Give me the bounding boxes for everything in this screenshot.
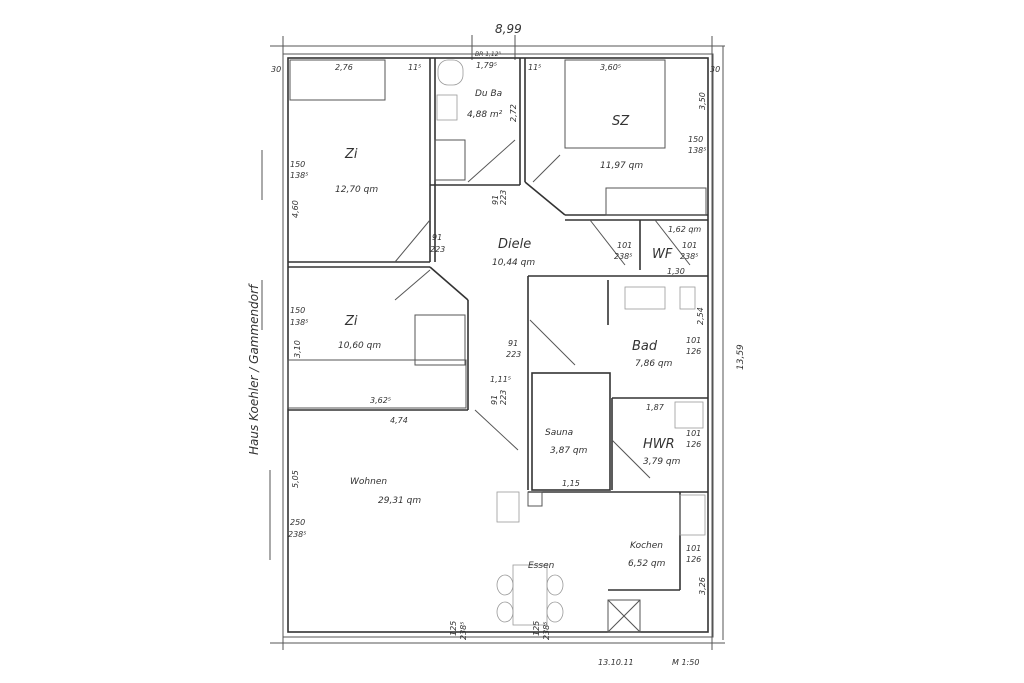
dim-label: 238⁵: [459, 622, 468, 640]
sink: [436, 94, 458, 121]
dim-label: 101: [686, 429, 701, 438]
room-area-kochen: 6,52 qm: [628, 559, 666, 569]
dim-label: 125: [449, 621, 458, 636]
dim-label: 91: [490, 395, 499, 405]
room-name-duba: Du Ba: [475, 89, 502, 99]
room-name-sauna: Sauna: [545, 428, 573, 438]
dim-label: 150: [290, 160, 305, 169]
shower: [434, 139, 466, 181]
dim-label: 4,60: [291, 200, 300, 218]
dim-label: 2,72: [509, 104, 518, 122]
dim-label: 91: [508, 339, 518, 348]
dim-label: 250: [290, 518, 305, 527]
dim-label: 125: [532, 621, 541, 636]
dim-label: 138⁵: [290, 318, 308, 327]
dim-label: 101: [686, 544, 701, 553]
dim-label: 126: [686, 555, 701, 564]
dim-label: 138⁵: [290, 171, 308, 180]
bath-sink: [624, 286, 666, 310]
room-name-bad: Bad: [632, 339, 658, 354]
dim-label: 5,05: [291, 470, 300, 488]
sofa-bed: [287, 359, 467, 409]
dim-label: 3,50: [698, 92, 707, 110]
dim-label: 101: [682, 241, 697, 250]
dim-label: 11⁵: [408, 63, 421, 72]
dim-label: 1,15: [562, 479, 580, 488]
dim-label: 223: [499, 390, 508, 405]
dim-label: 223: [506, 350, 521, 359]
dim-label: 3,10: [293, 340, 302, 358]
dining-table: [512, 564, 548, 626]
dim-label: 3,62⁵: [370, 396, 391, 405]
kitchen-counter: [679, 494, 706, 536]
dim-label: 91: [491, 195, 500, 205]
room-area-duba: 4,88 m²: [467, 110, 503, 120]
dim-label: 2,76: [335, 63, 353, 72]
dim-label: 138⁵: [688, 146, 706, 155]
room-area-zi-2: 10,60 qm: [338, 341, 381, 351]
dim-label: 238⁵: [680, 252, 698, 261]
dim-label: 126: [686, 440, 701, 449]
dim-label: 91: [432, 233, 442, 242]
washing-machine: [674, 401, 704, 429]
room-area-zi-1: 12,70 qm: [335, 185, 378, 195]
dim-label: 126: [686, 347, 701, 356]
overall-height: 13,59: [736, 344, 746, 370]
room-name-zi-2: Zi: [344, 314, 358, 329]
dim-label: 238⁵: [614, 252, 632, 261]
walls: [282, 53, 714, 638]
desk: [414, 314, 466, 366]
chair: [496, 491, 520, 523]
dim-label: 223: [430, 245, 445, 254]
plan-date: 13.10.11: [598, 658, 634, 667]
dim-label: 30: [271, 65, 281, 74]
dim-label: 30: [710, 65, 720, 74]
bathtub: [437, 59, 464, 86]
dim-label: 2,54: [696, 307, 705, 325]
dim-label: 4,74: [390, 416, 408, 425]
plan-scale: M 1:50: [672, 658, 699, 667]
dim-label: 238⁵: [542, 622, 551, 640]
dim-label: 101: [617, 241, 632, 250]
room-name-essen: Essen: [528, 561, 555, 571]
dim-label: 3,26: [698, 577, 707, 595]
dim-label: 1,30: [667, 267, 685, 276]
room-area-diele: 10,44 qm: [492, 258, 535, 268]
dim-label: 11⁵: [528, 63, 541, 72]
room-name-hwr: HWR: [643, 437, 675, 452]
dim-label: 3,60⁵: [600, 63, 621, 72]
room-area-hwr: 3,79 qm: [643, 457, 681, 467]
dim-label: 1,87: [646, 403, 665, 412]
dim-label: 150: [290, 306, 305, 315]
double-bed: [564, 59, 666, 149]
furniture: [287, 59, 707, 633]
room-name-diele: Diele: [498, 237, 531, 252]
dim-label: 238⁵: [288, 530, 306, 539]
stove: [527, 491, 543, 507]
room-area-wf: 1,62 qm: [668, 225, 701, 234]
room-name-sz: SZ: [612, 114, 630, 129]
dim-label: 1,11⁵: [490, 375, 511, 384]
room-name-kochen: Kochen: [630, 541, 663, 551]
dim-label: 101: [686, 336, 701, 345]
room-name-wohnen: Wohnen: [350, 477, 387, 487]
wardrobe: [605, 187, 707, 216]
dimension-labels: 2,76 3,60⁵ 1,79⁵ BR 1,12⁵ 30 30 11⁵ 11⁵ …: [271, 51, 720, 640]
room-area-sz: 11,97 qm: [600, 161, 643, 171]
room-name-wf: WF: [652, 247, 673, 262]
dim-label: 150: [688, 135, 703, 144]
plan-title: Haus Koehler / Gammendorf: [247, 283, 261, 455]
bed: [289, 59, 386, 101]
room-area-bad: 7,86 qm: [635, 359, 673, 369]
dim-label: 1,79⁵: [476, 61, 497, 70]
door-swings: [394, 139, 691, 479]
toilet: [679, 286, 696, 310]
overall-width: 8,99: [495, 22, 522, 36]
room-area-sauna: 3,87 qm: [550, 446, 588, 456]
dim-label: 223: [499, 190, 508, 205]
dim-label: BR 1,12⁵: [475, 51, 502, 58]
room-name-zi-1: Zi: [344, 147, 358, 162]
room-area-wohnen: 29,31 qm: [378, 496, 421, 506]
